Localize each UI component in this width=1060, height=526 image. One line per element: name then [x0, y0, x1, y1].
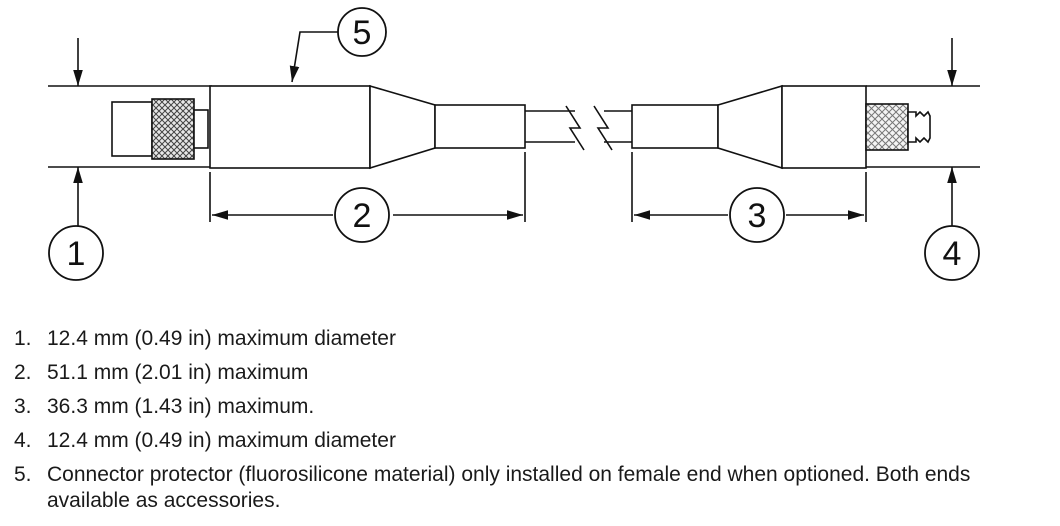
callout-circle-5 [337, 7, 387, 57]
female-connector-cap [111, 101, 153, 157]
legend-item-text: 12.4 mm (0.49 in) maximum diameter [47, 327, 396, 350]
legend-item: 4. 12.4 mm (0.49 in) maximum diameter [14, 424, 1050, 458]
callout-label-2: 2 [353, 197, 372, 235]
legend-item-text: 51.1 mm (2.01 in) maximum [47, 361, 309, 384]
male-strain-relief [631, 104, 719, 149]
cable-break-right [593, 105, 613, 151]
callout-label-5: 5 [353, 14, 372, 52]
callout-circle-1 [48, 225, 104, 281]
legend-item: 3. 36.3 mm (1.43 in) maximum. [14, 390, 1050, 424]
legend-item-number: 2. [14, 361, 32, 384]
male-connector-thread [907, 110, 931, 144]
callout-label-1: 1 [67, 235, 86, 273]
callout-label-3: 3 [748, 197, 767, 235]
callout-circle-2 [334, 187, 390, 243]
connector-protector-body [209, 85, 371, 169]
cable-break-left [565, 105, 585, 151]
female-connector-collar [193, 109, 209, 149]
callout5-leader [289, 31, 338, 83]
callout-circle-3 [729, 187, 785, 243]
legend-item-number: 3. [14, 395, 32, 418]
callout-label-4: 4 [943, 235, 962, 273]
legend-item-text: Connector protector (fluorosilicone mate… [47, 463, 971, 512]
connector-protector-taper [369, 84, 436, 170]
legend-item: 1. 12.4 mm (0.49 in) maximum diameter [14, 322, 1050, 356]
male-connector-knurl [865, 103, 909, 151]
legend-item-text: 36.3 mm (1.43 in) maximum. [47, 395, 315, 418]
male-connector-body [781, 85, 867, 169]
callout-circle-4 [924, 225, 980, 281]
legend-item-number: 1. [14, 327, 32, 350]
legend-item: 2. 51.1 mm (2.01 in) maximum [14, 356, 1050, 390]
dimension-legend: 1. 12.4 mm (0.49 in) maximum diameter 2.… [14, 322, 1050, 518]
male-connector-taper [717, 84, 783, 170]
female-connector-knurled-nut [151, 98, 195, 160]
cable-connector-diagram: 5 2 3 1 4 [48, 7, 980, 281]
female-strain-relief [434, 104, 526, 149]
legend-item-text: 12.4 mm (0.49 in) maximum diameter [47, 429, 396, 452]
legend-item-number: 4. [14, 429, 32, 452]
legend-item-number: 5. [14, 463, 32, 486]
legend-item: 5. Connector protector (fluorosilicone m… [14, 458, 1050, 518]
